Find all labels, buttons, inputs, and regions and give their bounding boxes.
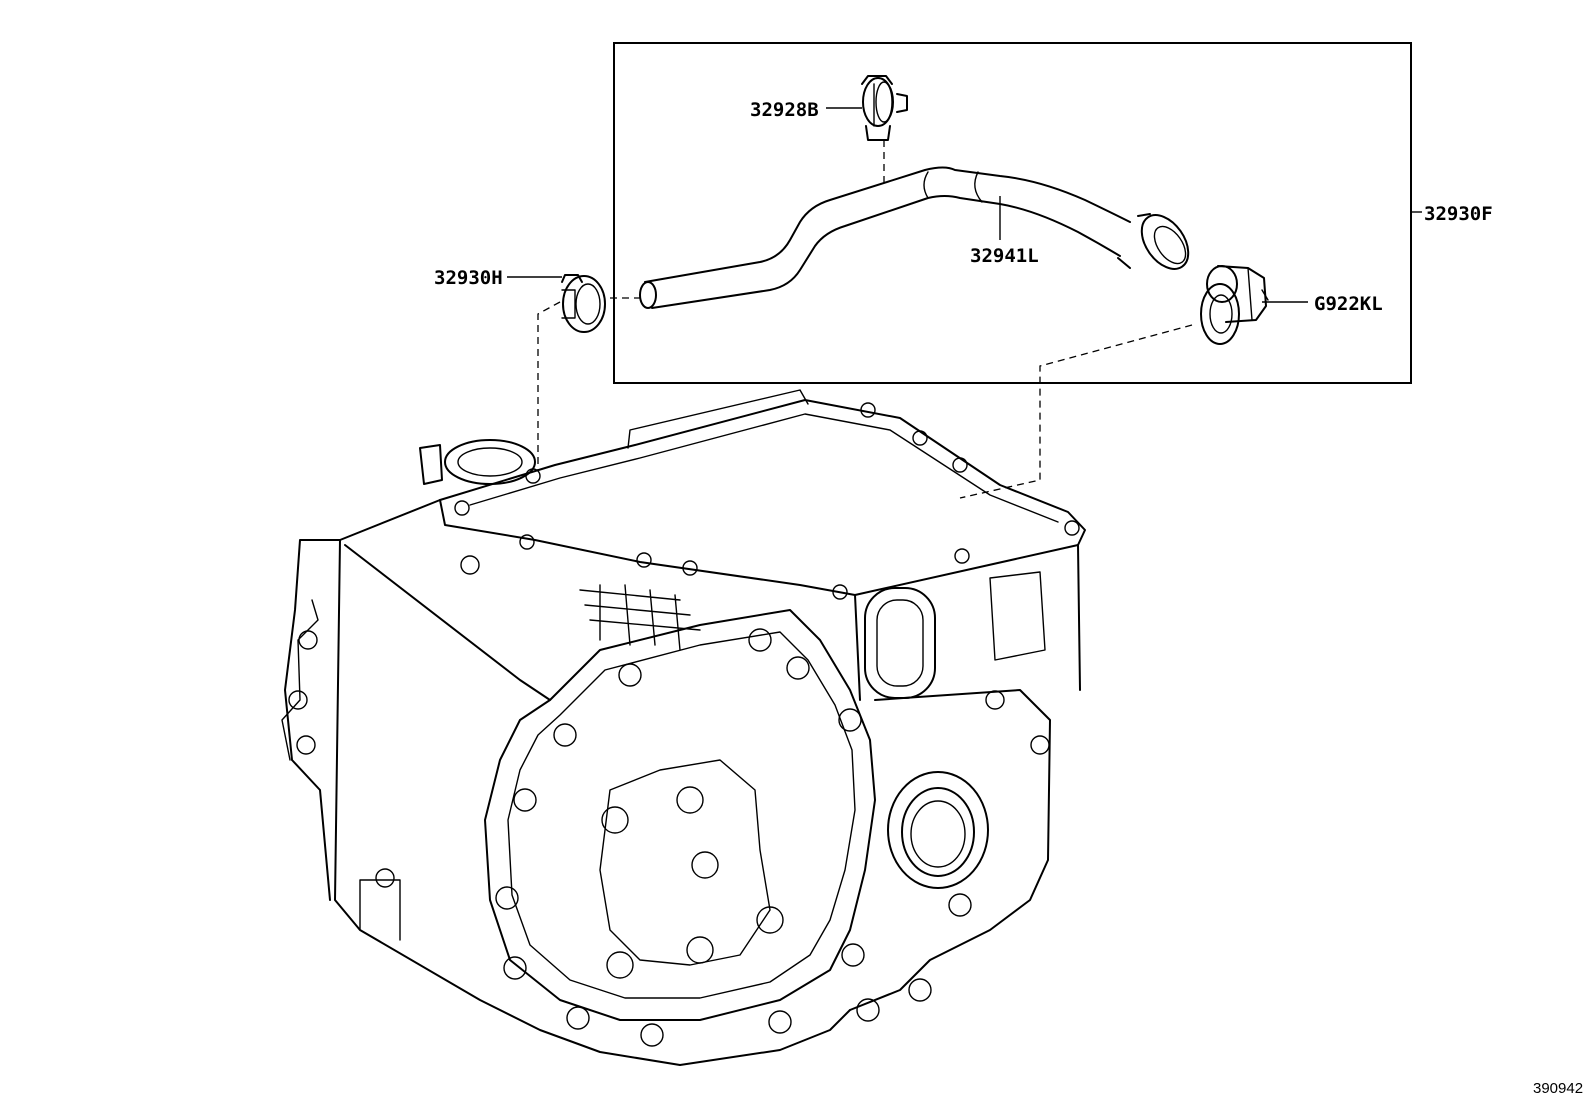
label-32941l[interactable]: 32941L (970, 245, 1039, 267)
alignment-lines (537, 140, 1193, 499)
clamp-32928b[interactable] (861, 75, 908, 141)
housing-bolts (288, 402, 1080, 1047)
reference-number: 390942 (1533, 1080, 1583, 1097)
hose-32941l[interactable] (639, 166, 1198, 309)
label-32928b[interactable]: 32928B (750, 99, 819, 121)
clamp-32930h[interactable] (561, 274, 606, 333)
label-32930h[interactable]: 32930H (434, 267, 503, 289)
label-32930f[interactable]: 32930F (1424, 203, 1493, 225)
connector-g922kl[interactable] (1200, 265, 1269, 345)
transaxle-housing (281, 389, 1086, 1066)
hose-assembly-box (613, 42, 1412, 384)
leader-lines (507, 107, 1422, 303)
label-g922kl[interactable]: G922KL (1314, 293, 1383, 315)
